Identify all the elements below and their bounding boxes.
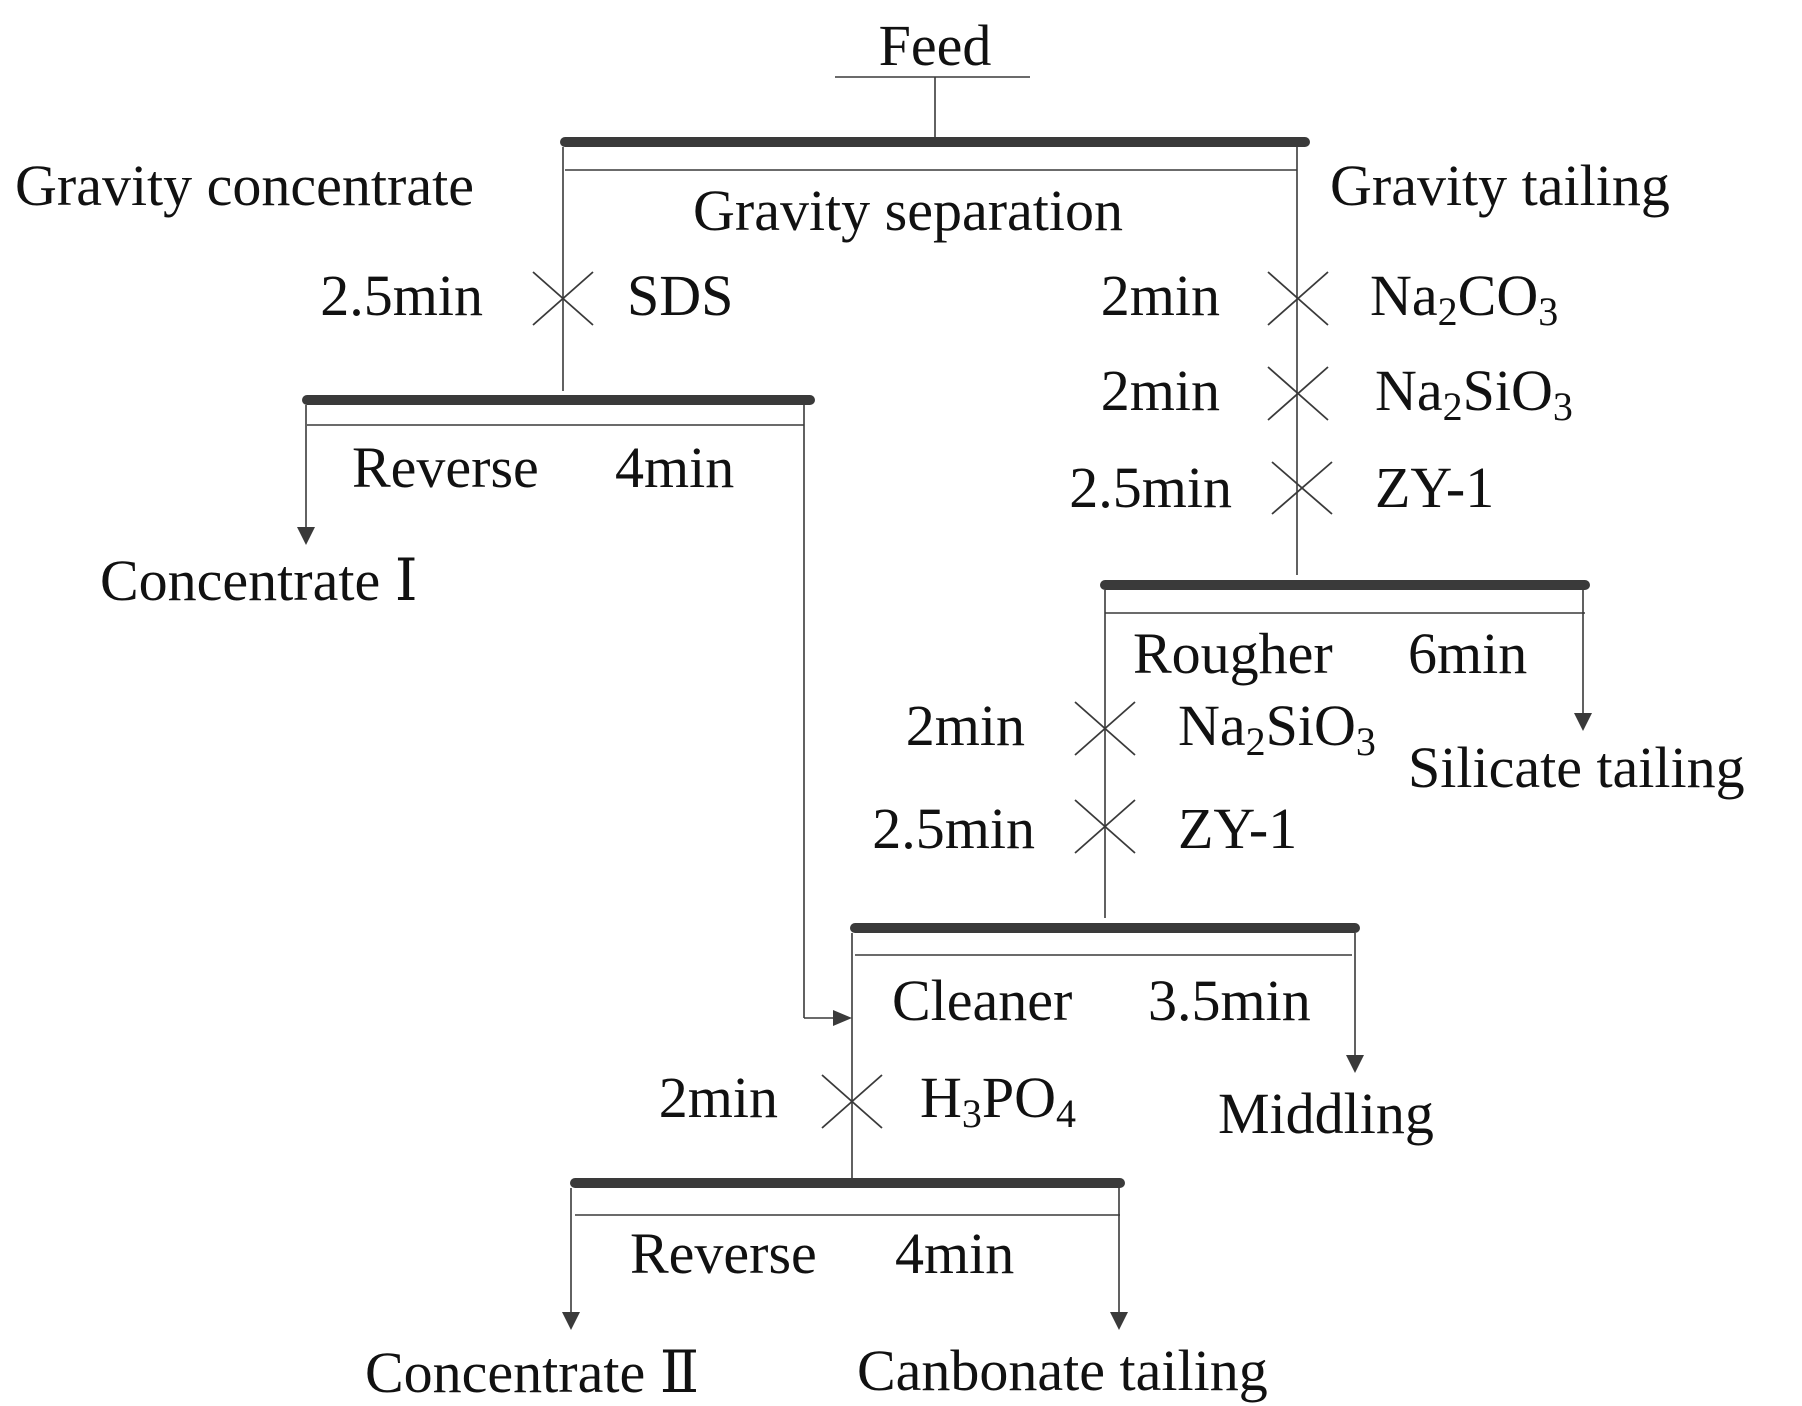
reagent-cross bbox=[1271, 461, 1333, 515]
gravity-tailing-label: Gravity tailing bbox=[1330, 153, 1670, 218]
reagent-cross bbox=[1074, 701, 1136, 756]
reverse-tailing-arrow bbox=[833, 1010, 852, 1026]
concentrate-2-label: Concentrate Ⅱ bbox=[365, 1340, 699, 1405]
reverse-stage-label: Reverse bbox=[352, 435, 539, 500]
final-reverse-stage-label: Reverse bbox=[630, 1221, 817, 1286]
h3po4-reagent: H3PO4 bbox=[920, 1065, 1076, 1136]
concentrate-1-arrow bbox=[297, 527, 315, 545]
concentrate-1-label: Concentrate Ⅰ bbox=[100, 548, 418, 613]
na2co3-time: 2min bbox=[1101, 263, 1220, 328]
cleaner-stage-label: Cleaner bbox=[892, 968, 1072, 1033]
zy1-2-reagent: ZY-1 bbox=[1178, 796, 1297, 861]
na2sio3-reagent: Na2SiO3 bbox=[1375, 358, 1573, 429]
carbonate-tailing-arrow bbox=[1110, 1312, 1128, 1330]
reagent-cross bbox=[821, 1074, 883, 1129]
carbonate-tailing-label: Canbonate tailing bbox=[857, 1338, 1268, 1403]
cleaner-stage-time: 3.5min bbox=[1148, 968, 1311, 1033]
sds-reagent: SDS bbox=[627, 263, 733, 328]
reagent-cross bbox=[532, 271, 594, 326]
na2sio3-2-reagent: Na2SiO3 bbox=[1178, 693, 1376, 764]
na2sio3-time: 2min bbox=[1101, 358, 1220, 423]
reagent-cross bbox=[1267, 366, 1329, 421]
silicate-tailing-arrow bbox=[1574, 713, 1592, 731]
h3po4-time: 2min bbox=[659, 1065, 778, 1130]
na2co3-reagent: Na2CO3 bbox=[1370, 263, 1558, 334]
middling-label: Middling bbox=[1218, 1081, 1434, 1146]
silicate-tailing-label: Silicate tailing bbox=[1408, 735, 1745, 800]
zy1-time: 2.5min bbox=[1069, 455, 1232, 520]
rougher-stage-label: Rougher bbox=[1133, 621, 1333, 686]
rougher-stage-time: 6min bbox=[1408, 621, 1527, 686]
reagent-cross bbox=[1074, 799, 1136, 854]
final-reverse-stage-time: 4min bbox=[895, 1221, 1014, 1286]
feed-label: Feed bbox=[879, 13, 992, 78]
reagent-cross bbox=[1267, 271, 1329, 326]
gravity-separation-label: Gravity separation bbox=[693, 178, 1123, 243]
sds-time: 2.5min bbox=[320, 263, 483, 328]
middling-arrow bbox=[1346, 1055, 1364, 1073]
concentrate-2-arrow bbox=[562, 1312, 580, 1330]
zy1-2-time: 2.5min bbox=[872, 796, 1035, 861]
na2sio3-2-time: 2min bbox=[906, 693, 1025, 758]
reverse-stage-time: 4min bbox=[615, 435, 734, 500]
zy1-reagent: ZY-1 bbox=[1375, 455, 1494, 520]
gravity-concentrate-label: Gravity concentrate bbox=[15, 153, 474, 218]
